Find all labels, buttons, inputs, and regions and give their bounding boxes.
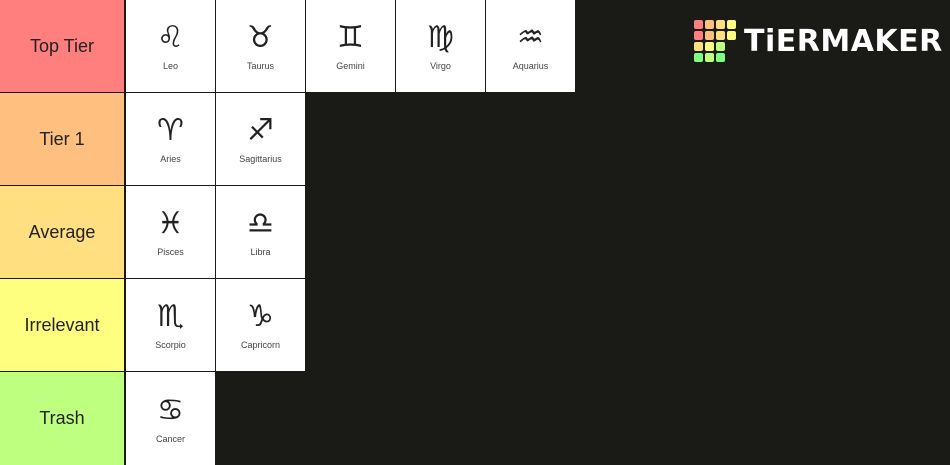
tier-items: ♈ Aries ♐ Sagittarius	[125, 93, 305, 185]
tier-item-pisces[interactable]: ♓ Pisces	[125, 186, 215, 278]
item-name: Aries	[160, 154, 181, 164]
tier-label[interactable]: Tier 1	[0, 93, 125, 185]
tier-item-taurus[interactable]: ♉ Taurus	[215, 0, 305, 92]
sagittarius-icon: ♐	[247, 113, 274, 148]
item-name: Taurus	[246, 61, 274, 71]
tier-item-virgo[interactable]: ♍ Virgo	[395, 0, 485, 92]
tier-items: ♌ Leo ♉ Taurus ♊ Gemini ♍ Virgo ♒ Aquari…	[125, 0, 575, 92]
item-name: Libra	[250, 247, 271, 257]
tier-item-sagittarius[interactable]: ♐ Sagittarius	[215, 93, 305, 185]
tier-item-scorpio[interactable]: ♏ Scorpio	[125, 279, 215, 371]
aquarius-icon: ♒	[517, 20, 544, 55]
logo-text: TiERMAKER	[744, 23, 943, 59]
item-name: Pisces	[157, 247, 184, 257]
tier-items: ♋ Cancer	[125, 372, 215, 465]
item-name: Capricorn	[240, 340, 280, 350]
item-name: Scorpio	[155, 340, 186, 350]
tier-items: ♏ Scorpio ♑ Capricorn	[125, 279, 305, 371]
item-name: Sagittarius	[239, 154, 282, 164]
scorpio-icon: ♏	[157, 299, 184, 334]
leo-icon: ♌	[157, 20, 184, 55]
tiermaker-logo: TiERMAKER	[694, 20, 943, 62]
item-name: Leo	[162, 61, 179, 71]
libra-icon: ♎	[247, 206, 274, 241]
item-name: Cancer	[155, 433, 185, 444]
tier-items: ♓ Pisces ♎ Libra	[125, 186, 305, 278]
item-name: Aquarius	[512, 61, 549, 71]
gemini-icon: ♊	[337, 20, 364, 55]
capricorn-icon: ♑	[247, 299, 274, 334]
tier-item-libra[interactable]: ♎ Libra	[215, 186, 305, 278]
tier-label[interactable]: Irrelevant	[0, 279, 125, 371]
tier-row-irrelevant: Irrelevant ♏ Scorpio ♑ Capricorn	[0, 279, 950, 371]
tier-item-aries[interactable]: ♈ Aries	[125, 93, 215, 185]
tier-item-aquarius[interactable]: ♒ Aquarius	[485, 0, 575, 92]
tier-label[interactable]: Average	[0, 186, 125, 278]
taurus-icon: ♉	[247, 20, 274, 55]
tier-label[interactable]: Trash	[0, 372, 125, 465]
tier-item-leo[interactable]: ♌ Leo	[125, 0, 215, 92]
item-name: Gemini	[336, 61, 365, 71]
item-name: Virgo	[430, 61, 451, 71]
tier-row-tier-1: Tier 1 ♈ Aries ♐ Sagittarius	[0, 93, 950, 185]
tier-item-cancer[interactable]: ♋ Cancer	[125, 372, 215, 465]
pisces-icon: ♓	[157, 206, 184, 241]
tier-label[interactable]: Top Tier	[0, 0, 125, 92]
virgo-icon: ♍	[427, 20, 454, 55]
aries-icon: ♈	[157, 113, 184, 148]
cancer-icon: ♋	[157, 392, 184, 428]
tier-item-capricorn[interactable]: ♑ Capricorn	[215, 279, 305, 371]
tier-row-trash: Trash ♋ Cancer	[0, 372, 950, 465]
logo-grid-icon	[694, 20, 736, 62]
tier-item-gemini[interactable]: ♊ Gemini	[305, 0, 395, 92]
tier-row-average: Average ♓ Pisces ♎ Libra	[0, 186, 950, 278]
tier-row-top-tier: Top Tier ♌ Leo ♉ Taurus ♊ Gemini ♍ Virgo…	[0, 0, 950, 92]
